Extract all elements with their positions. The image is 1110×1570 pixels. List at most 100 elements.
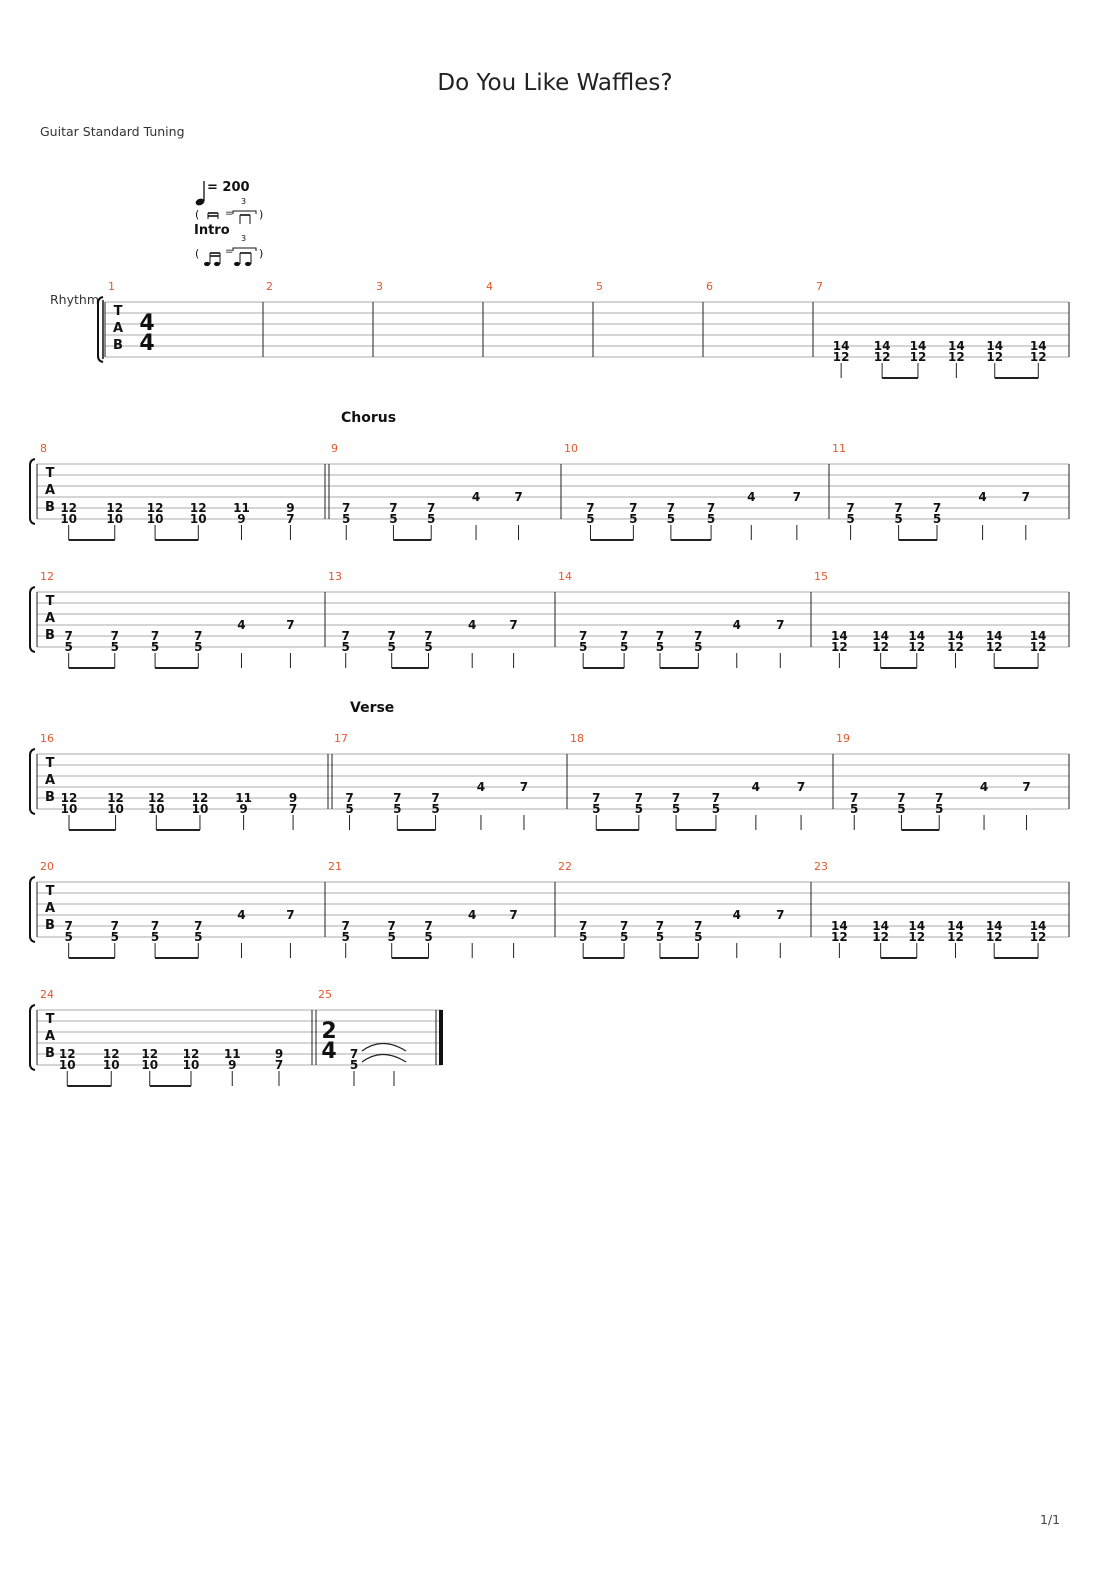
fret-number: 12 (190, 501, 207, 515)
fret-number: 7 (586, 501, 594, 515)
svg-text:=: = (225, 246, 233, 257)
fret-number: 5 (935, 802, 943, 816)
fret-number: 5 (194, 930, 202, 944)
measure-number: 2 (266, 280, 273, 293)
fret-number: 7 (1022, 490, 1030, 504)
fret-number: 7 (289, 802, 297, 816)
fret-number: 5 (388, 640, 396, 654)
fret-number: 7 (776, 908, 784, 922)
measure-number: 7 (816, 280, 823, 293)
fret-number: 12 (1030, 350, 1047, 364)
tuning-label: Guitar Standard Tuning (40, 124, 185, 139)
svg-text:): ) (259, 247, 263, 260)
fret-number: 12 (1030, 930, 1047, 944)
fret-number: 7 (933, 501, 941, 515)
measure-number: 13 (328, 570, 342, 583)
time-signature-top: 2 (321, 1019, 336, 1044)
measure-number: 20 (40, 860, 54, 873)
tab-clef-letter: B (113, 338, 123, 353)
fret-number: 7 (286, 512, 294, 526)
system-bracket (29, 876, 36, 943)
fret-number: 7 (656, 919, 664, 933)
fret-number: 7 (1022, 780, 1030, 794)
fret-number: 7 (194, 629, 202, 643)
time-signature-bottom: 4 (139, 331, 154, 356)
fret-number: 12 (831, 930, 848, 944)
fret-number: 4 (237, 618, 245, 632)
fret-number: 5 (350, 1058, 358, 1072)
fret-number: 5 (579, 640, 587, 654)
tab-clef-letter: B (45, 918, 55, 933)
tab-clef-letter: A (113, 321, 123, 336)
fret-number: 7 (894, 501, 902, 515)
fret-number: 5 (388, 930, 396, 944)
fret-number: 7 (65, 919, 73, 933)
system-bracket (29, 586, 36, 653)
fret-number: 7 (275, 1058, 283, 1072)
fret-number: 4 (468, 618, 476, 632)
fret-number: 7 (424, 919, 432, 933)
fret-number: 7 (151, 919, 159, 933)
fret-number: 12 (948, 350, 965, 364)
fret-number: 7 (694, 629, 702, 643)
section-verse: Verse (350, 700, 395, 716)
fret-number: 4 (237, 908, 245, 922)
fret-number: 14 (947, 629, 964, 643)
measure-number: 17 (334, 732, 348, 745)
fret-number: 7 (635, 791, 643, 805)
fret-number: 5 (342, 640, 350, 654)
fret-number: 7 (629, 501, 637, 515)
fret-number: 5 (431, 802, 439, 816)
system-bracket (29, 458, 36, 525)
fret-number: 14 (831, 919, 848, 933)
measure-number: 3 (376, 280, 383, 293)
fret-number: 12 (872, 640, 889, 654)
fret-number: 5 (345, 802, 353, 816)
measure-number: 12 (40, 570, 54, 583)
fret-number: 12 (59, 1047, 76, 1061)
measure-number: 5 (596, 280, 603, 293)
tab-clef-letter: A (45, 611, 55, 626)
fret-number: 7 (620, 629, 628, 643)
fret-number: 10 (61, 802, 78, 816)
fret-number: 14 (986, 339, 1003, 353)
measure-number: 4 (486, 280, 493, 293)
fret-number: 5 (427, 512, 435, 526)
fret-number: 10 (141, 1058, 158, 1072)
intro-marker: Intro (194, 223, 230, 238)
fret-number: 9 (286, 501, 294, 515)
fret-number: 5 (424, 640, 432, 654)
track-name: Rhythm (50, 292, 100, 307)
measure-number: 16 (40, 732, 54, 745)
fret-number: 7 (793, 490, 801, 504)
fret-number: 14 (874, 339, 891, 353)
fret-number: 12 (106, 501, 123, 515)
quarter-note-icon (195, 181, 205, 206)
fret-number: 5 (894, 512, 902, 526)
fret-number: 5 (667, 512, 675, 526)
measure-number: 23 (814, 860, 828, 873)
fret-number: 7 (776, 618, 784, 632)
fret-number: 10 (183, 1058, 200, 1072)
fret-number: 7 (579, 629, 587, 643)
fret-number: 7 (151, 629, 159, 643)
fret-number: 5 (707, 512, 715, 526)
fret-number: 14 (872, 919, 889, 933)
fret-number: 5 (65, 640, 73, 654)
system-bracket (29, 748, 36, 815)
fret-number: 14 (833, 339, 850, 353)
fret-number: 7 (656, 629, 664, 643)
tab-clef-letter: A (45, 1029, 55, 1044)
section-chorus: Chorus (341, 410, 397, 426)
measure-number: 14 (558, 570, 572, 583)
tab-clef-letter: B (45, 790, 55, 805)
fret-number: 12 (141, 1047, 158, 1061)
fret-number: 12 (986, 640, 1003, 654)
fret-number: 7 (194, 919, 202, 933)
fret-number: 7 (111, 919, 119, 933)
fret-number: 10 (192, 802, 209, 816)
time-signature-bottom: 4 (321, 1039, 336, 1064)
fret-number: 5 (151, 640, 159, 654)
